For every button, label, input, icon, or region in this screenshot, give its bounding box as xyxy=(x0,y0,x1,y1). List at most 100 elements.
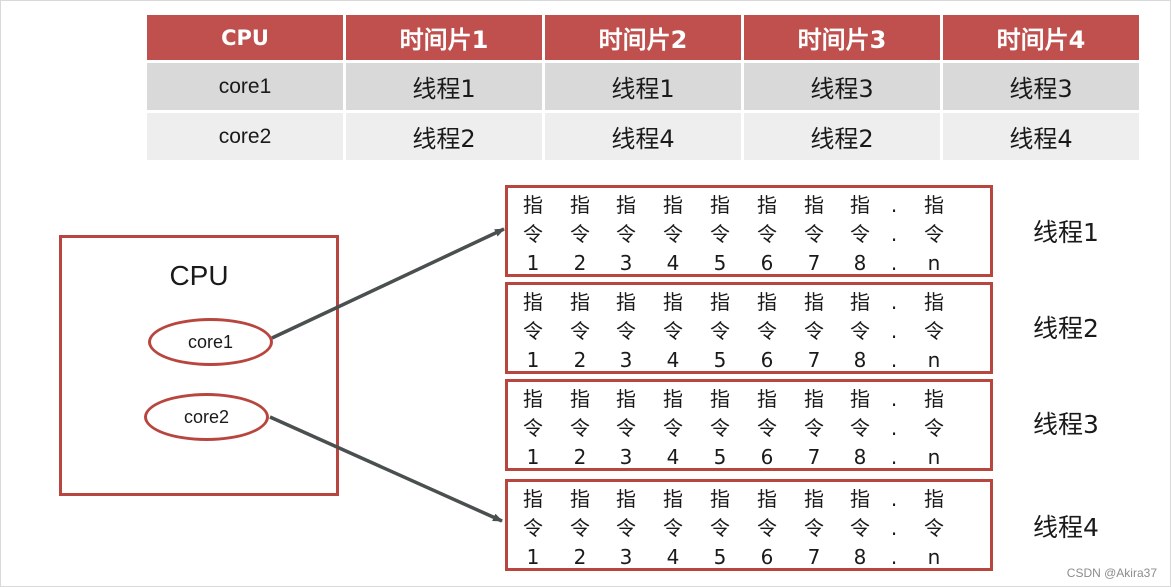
instruction-glyph: 令 xyxy=(804,319,824,343)
instruction-glyph: 令 xyxy=(616,416,636,440)
instruction-glyph: 6 xyxy=(760,545,774,569)
instruction-glyph: 指 xyxy=(710,487,730,511)
watermark: CSDN @Akira37 xyxy=(1066,566,1157,580)
instruction-glyph: 令 xyxy=(710,516,730,540)
instruction-glyph: 令 xyxy=(804,222,824,246)
instruction-glyph: 令 xyxy=(663,319,683,343)
instruction-glyph: 5 xyxy=(713,348,727,372)
instruction-glyph: . xyxy=(890,445,898,469)
arrow-core2-to-thread4 xyxy=(269,415,503,523)
instruction-glyph: 指 xyxy=(850,193,870,217)
instruction-glyph: . xyxy=(890,516,898,540)
instruction-glyph: 指 xyxy=(570,193,590,217)
instruction-glyph: . xyxy=(890,387,898,411)
instruction-glyph: 令 xyxy=(804,416,824,440)
instruction-glyph: 指 xyxy=(850,387,870,411)
instruction-glyph: 令 xyxy=(523,319,543,343)
instruction-glyph: 指 xyxy=(757,290,777,314)
instruction-glyph: 指 xyxy=(616,487,636,511)
instruction-glyph: 令 xyxy=(523,416,543,440)
instruction-glyph: 7 xyxy=(807,348,821,372)
table-cell: 线程4 xyxy=(943,113,1139,160)
instruction-glyph: 指 xyxy=(757,487,777,511)
instruction-glyph: 1 xyxy=(526,348,540,372)
instruction-glyph: . xyxy=(890,290,898,314)
instruction-glyph: . xyxy=(890,487,898,511)
instruction-glyph: 令 xyxy=(757,416,777,440)
instruction-glyph: 令 xyxy=(924,222,944,246)
core2-node: core2 xyxy=(144,393,269,441)
thread-label-4: 线程4 xyxy=(1033,513,1099,542)
instruction-glyph: . xyxy=(890,222,898,246)
instruction-glyph: 令 xyxy=(570,319,590,343)
instruction-glyph: 指 xyxy=(523,487,543,511)
table-cell: core2 xyxy=(147,113,346,160)
instruction-glyph: 5 xyxy=(713,545,727,569)
instruction-glyph: 2 xyxy=(573,251,587,275)
instruction-glyph: n xyxy=(927,348,941,372)
table-cell: 线程2 xyxy=(744,113,943,160)
table-row: core2 线程2 线程4 线程2 线程4 xyxy=(147,113,1139,160)
table-cell: 线程3 xyxy=(943,63,1139,113)
arrow-core1-to-thread1 xyxy=(271,227,505,340)
instruction-glyph: 4 xyxy=(666,348,680,372)
table-cell: 线程1 xyxy=(346,63,545,113)
instruction-column: ... xyxy=(882,288,906,375)
instruction-glyph: 7 xyxy=(807,545,821,569)
instruction-glyph: 令 xyxy=(757,319,777,343)
instruction-glyph: 指 xyxy=(710,193,730,217)
instruction-column: 指令 2 xyxy=(568,191,592,278)
instruction-column: ... xyxy=(882,485,906,572)
instruction-glyph: 1 xyxy=(526,445,540,469)
table-header-cell: 时间片3 xyxy=(744,15,943,63)
instruction-glyph: 3 xyxy=(619,348,633,372)
instruction-column: 指令 7 xyxy=(802,288,826,375)
instruction-glyph: 令 xyxy=(616,222,636,246)
instruction-glyph: 令 xyxy=(570,416,590,440)
thread-label-3: 线程3 xyxy=(1033,410,1099,439)
instruction-glyph: 令 xyxy=(663,416,683,440)
instruction-glyph: 令 xyxy=(924,516,944,540)
thread-label-2: 线程2 xyxy=(1033,314,1099,343)
instruction-glyph: 8 xyxy=(853,251,867,275)
cpu-box: CPU core1 core2 xyxy=(59,235,339,496)
table-header-cell: 时间片1 xyxy=(346,15,545,63)
core1-node: core1 xyxy=(148,318,273,366)
instruction-glyph: 令 xyxy=(924,319,944,343)
instruction-glyph: 指 xyxy=(804,290,824,314)
instruction-glyph: . xyxy=(890,319,898,343)
instruction-glyph: 指 xyxy=(804,387,824,411)
instruction-glyph: 令 xyxy=(570,222,590,246)
table-cell: 线程1 xyxy=(545,63,744,113)
table-cell: 线程4 xyxy=(545,113,744,160)
instruction-glyph: 指 xyxy=(663,387,683,411)
instruction-glyph: 令 xyxy=(663,516,683,540)
instruction-glyph: 6 xyxy=(760,251,774,275)
instruction-glyph: 指 xyxy=(663,487,683,511)
instruction-glyph: 指 xyxy=(710,290,730,314)
cpu-title: CPU xyxy=(169,260,229,291)
table-cell: core1 xyxy=(147,63,346,113)
table-header-row: CPU 时间片1 时间片2 时间片3 时间片4 xyxy=(147,15,1139,63)
instruction-glyph: n xyxy=(927,445,941,469)
instruction-glyph: 令 xyxy=(710,222,730,246)
